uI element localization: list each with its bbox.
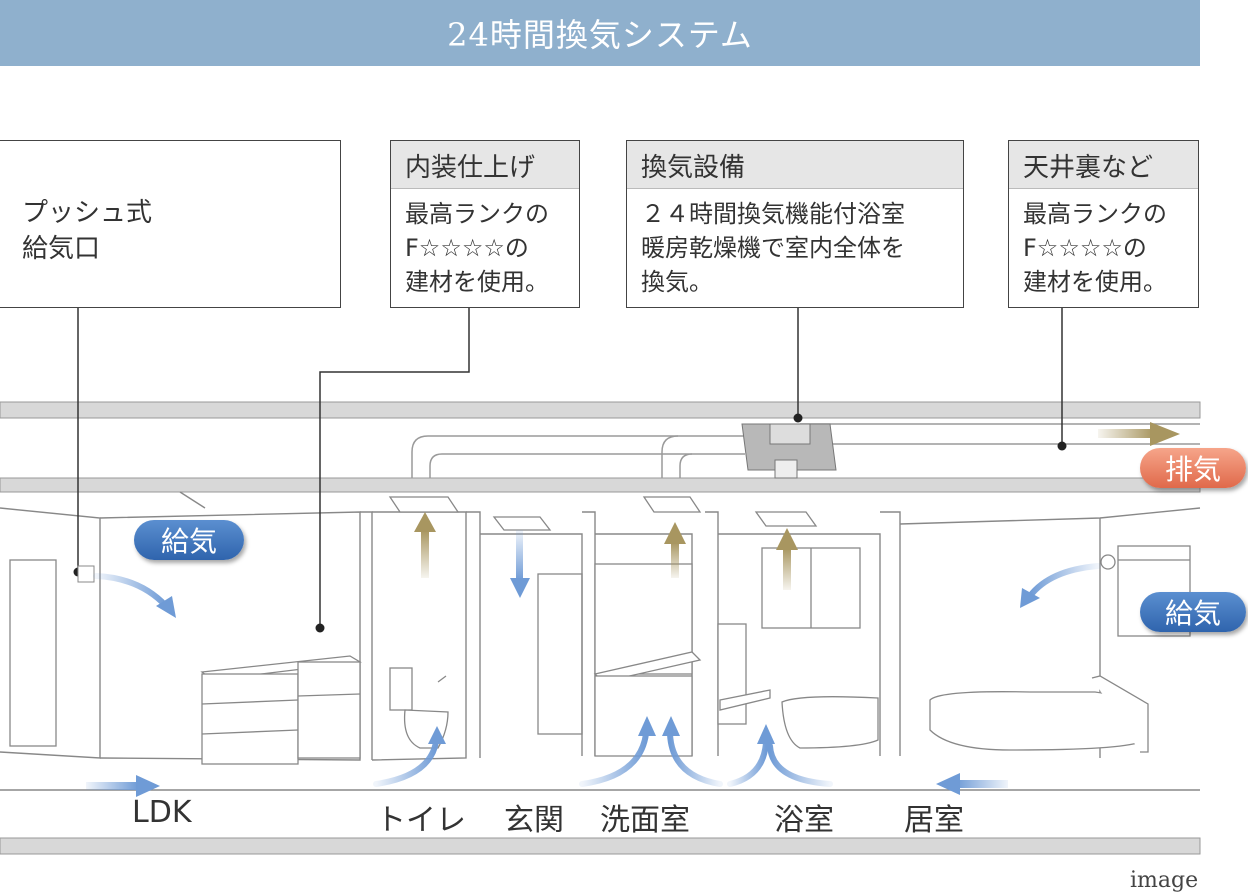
ceiling-heading: 天井裏など — [1009, 141, 1198, 189]
room-label-entrance: 玄関 — [504, 803, 564, 838]
supply-vent-small — [77, 565, 95, 583]
entrance-door — [537, 573, 583, 735]
supply-arrows — [86, 530, 1101, 797]
room-label-toilet: トイレ — [376, 803, 466, 838]
airflow-arrow-bathroom-right — [767, 743, 833, 787]
room-label-bathroom: 浴室 — [774, 803, 834, 838]
bathtub-fixture — [717, 547, 879, 749]
airflow-arrow-bedroom — [956, 780, 1008, 788]
interior-finish-callout: 内装仕上げ 最高ランクの F☆☆☆☆の 建材を使用。 — [390, 140, 580, 308]
push-supply-callout — [0, 140, 341, 308]
supply-badge-left: 給気 — [134, 520, 244, 560]
exhaust-duct — [411, 423, 1200, 478]
exhaust-arrow-washroom — [664, 522, 686, 578]
image-credit: image — [1130, 868, 1199, 893]
interior-finish-text: 最高ランクの F☆☆☆☆の 建材を使用。 — [405, 200, 549, 296]
ventilation-equipment-text: ２４時間換気機能付浴室 暖房乾燥機で室内全体を 換気。 — [641, 200, 905, 296]
ventilation-equipment-heading: 換気設備 — [627, 141, 963, 189]
airflow-arrow-ldk — [86, 782, 138, 790]
airflow-arrow-washroom-left — [579, 731, 649, 787]
airflow-arrow-washroom-right — [667, 731, 723, 787]
ldk-kitchen-counter — [9, 559, 362, 765]
bed-fixture — [929, 545, 1191, 753]
title-banner: 24時間換気システム — [0, 0, 1200, 66]
ceiling-grilles — [388, 496, 818, 531]
exhaust-arrow-toilet — [414, 512, 436, 578]
floor-slab — [0, 837, 1201, 855]
airflow-arrow-toilet — [373, 739, 439, 787]
ceiling-callout: 天井裏など 最高ランクの F☆☆☆☆の 建材を使用。 — [1008, 140, 1199, 308]
ceiling-slab — [0, 401, 1201, 493]
interior-finish-heading: 内装仕上げ — [391, 141, 579, 189]
airflow-arrow-bathroom-left — [727, 739, 769, 787]
push-supply-label: プッシュ式 給気口 — [22, 198, 153, 264]
exhaust-badge: 排気 — [1140, 448, 1246, 488]
supply-arrow-ldk-head — [156, 596, 176, 618]
room-label-ldk: LDK — [132, 795, 192, 830]
leader-lines — [77, 306, 1063, 628]
supply-arrow-entrance — [516, 530, 523, 580]
exhaust-arrows — [414, 422, 1180, 590]
exhaust-arrow-outlet — [1098, 422, 1180, 446]
exhaust-arrow-bathroom — [776, 528, 798, 590]
ceiling-text: 最高ランクの F☆☆☆☆の 建材を使用。 — [1023, 200, 1167, 296]
ventilation-unit — [741, 423, 837, 479]
room-label-bedroom: 居室 — [904, 803, 964, 838]
room-label-washroom: 洗面室 — [600, 803, 690, 838]
ventilation-equipment-callout: 換気設備 ２４時間換気機能付浴室 暖房乾燥機で室内全体を 換気。 — [626, 140, 964, 308]
airflow-arrow-ldk-head — [136, 775, 160, 797]
supply-arrow-ldk-curve — [93, 573, 169, 609]
supply-badge-right: 給気 — [1140, 592, 1246, 632]
supply-arrow-bedroom — [1027, 563, 1101, 599]
